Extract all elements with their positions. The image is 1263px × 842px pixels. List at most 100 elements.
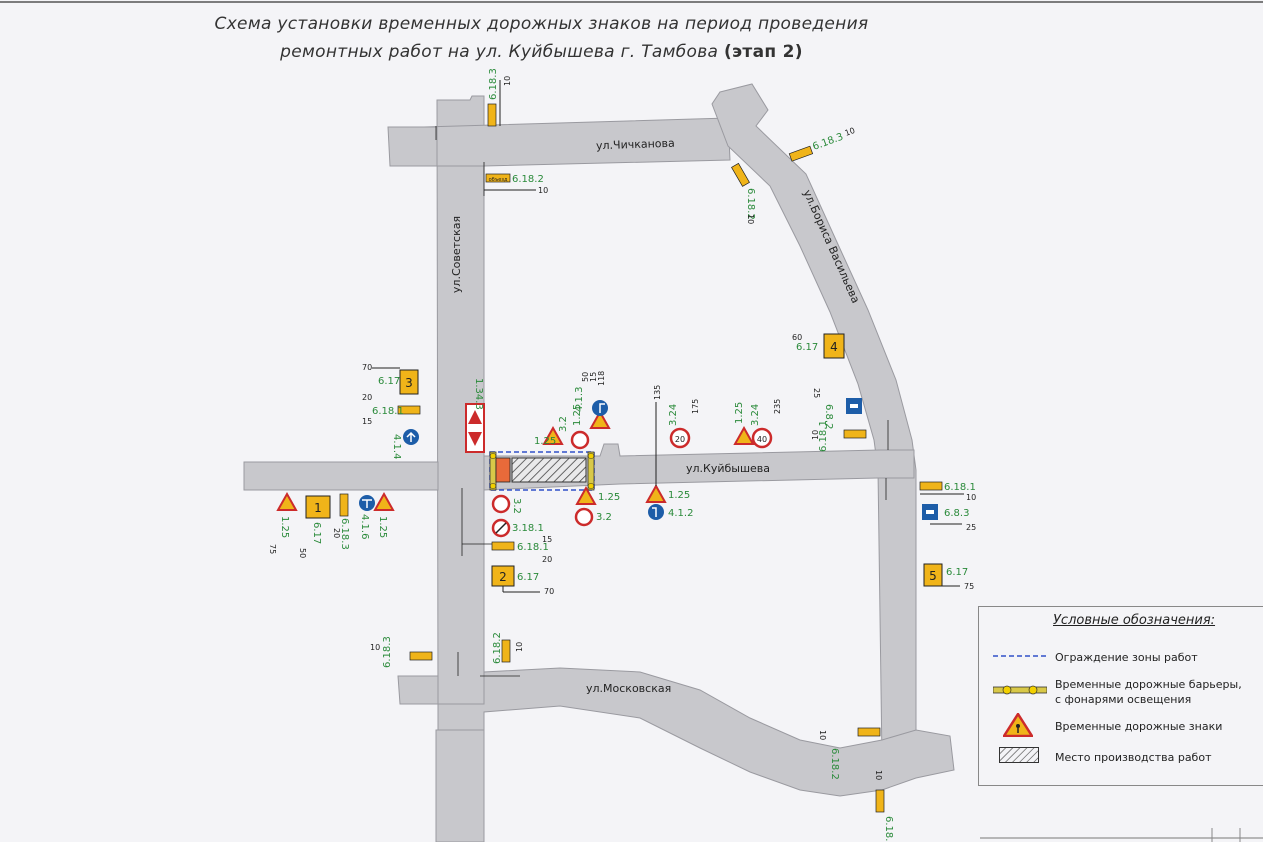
dim-label: 20: [542, 555, 552, 564]
sign-code-label: 6.18.3: [339, 518, 350, 550]
map-title-text: ремонтных работ на ул. Куйбышева г. Тамб…: [280, 42, 719, 62]
legend-sign-symbol: [1003, 713, 1033, 737]
work-site-hatched: [511, 457, 587, 483]
sign-code-label: 6.17: [946, 567, 968, 578]
barrier-sign-1-34-3: [495, 457, 511, 483]
barrier-lamp: [587, 482, 595, 490]
dim-label: 70: [362, 363, 372, 372]
map-title-stage: (этап 2): [723, 42, 803, 62]
detour-arrow-6-18-3-west: 6.18.3 20: [332, 493, 350, 550]
sign-code-label: 6.18.2: [745, 188, 756, 220]
dim-label: 235: [773, 399, 782, 414]
warning-1-25-west2: 1.25: [373, 491, 395, 538]
detour-number: 3: [405, 376, 413, 390]
detour-arrow-word: объезд: [489, 177, 508, 183]
legend-fence-label: Ограждение зоны работ: [1055, 651, 1198, 664]
road-kuybysheva-west: [243, 461, 439, 491]
speed-limit-40: 40 3.24 235: [750, 399, 782, 449]
warning-1-25-south: 1.25: [575, 485, 620, 505]
sign-code-label: 1.25: [377, 516, 388, 538]
speed-value: 20: [675, 435, 685, 444]
warning-1-25-far-east: 1.25: [733, 402, 755, 445]
sign-code-label: 1.25: [279, 516, 290, 538]
sign-code-label: 6.18.1: [944, 482, 976, 493]
detour-board-2: 2 6.17 70: [491, 565, 554, 596]
legend-fence-symbol: [993, 655, 1047, 657]
sign-1-34-3-chevron: 1.34.3: [465, 378, 485, 453]
street-label-moskovskaya: ул.Московская: [586, 682, 672, 695]
dim-label: 70: [544, 587, 554, 596]
detour-arrow-6-18-3-moskovskaya: 6.18.3 10: [370, 636, 433, 668]
detour-board-1: 1 6.17: [305, 495, 331, 544]
detour-arrow-6-18-1-kuyb: 6.18.1 10: [811, 420, 867, 452]
detour-number: 4: [830, 340, 838, 354]
sign-code-label: 4.1.6: [359, 514, 370, 539]
legend-worksite-label: Место производства работ: [1055, 751, 1212, 764]
dim-label: 15: [589, 372, 598, 382]
dim-label: 10: [370, 643, 380, 652]
street-label-chichkanova: ул.Чичканова: [595, 136, 675, 153]
detour-arrow-6-18-3-ne: 6.18.3 10: [788, 126, 856, 162]
direction-4-1-3: 4.1.3 50 15 118: [574, 371, 608, 416]
detour-board-3: 3 6.17 70: [362, 363, 419, 395]
sign-code-label: 6.18.3: [883, 816, 894, 842]
sign-code-label: 3.2: [596, 512, 612, 523]
warning-1-25-east: 1.25: [645, 483, 690, 503]
sign-code-label: 6.18.1: [517, 542, 549, 553]
sign-code-label: 6.18.3: [811, 132, 845, 153]
road-chichkanova-west-end: [387, 126, 438, 167]
legend-worksite-symbol: [999, 747, 1039, 763]
detour-arrow-6-18-2-se: 6.18.2 10: [818, 727, 881, 780]
dim-label: 25: [812, 388, 821, 398]
detour-arrow-6-18-1-south: 6.18.1 15 20: [491, 535, 552, 564]
dim-label: 50: [298, 548, 307, 558]
dimension-ticks: [435, 126, 889, 677]
sign-code-label: 6.17: [517, 572, 539, 583]
sign-code-label: 6.18.2: [512, 174, 544, 185]
legend: Условные обозначения: Ограждение зоны ра…: [978, 606, 1263, 786]
sign-code-label: 3.2: [558, 416, 569, 432]
street-label-sovetskaya: ул.Советская: [450, 215, 464, 294]
dim-label: 10: [818, 730, 827, 740]
dim-label: 60: [792, 333, 802, 342]
dim-label: 10: [515, 642, 524, 652]
detour-board-5: 5 6.17 75: [923, 563, 974, 591]
sign-code-label: 3.18.1: [512, 523, 544, 534]
sign-code-label: 1.25: [598, 492, 620, 503]
sign-code-label: 1.34.3: [473, 378, 484, 410]
direction-4-1-4: 4.1.4: [391, 429, 419, 459]
prohibit-3-2-west: 3.2: [491, 494, 522, 514]
barrier-lamp: [587, 452, 595, 460]
sign-code-label: 1.25: [668, 490, 690, 501]
sign-code-label: 1.25: [734, 402, 745, 424]
road-moskovskaya: [397, 667, 955, 797]
speed-value: 40: [757, 435, 767, 444]
sign-code-label: 6.18.2: [492, 632, 503, 664]
roads: [243, 83, 955, 842]
road-sovetskaya-south: [435, 729, 485, 842]
dim-label: 10: [874, 770, 883, 780]
detour-arrow-6-18-2-north: объезд 6.18.2 10: [484, 173, 548, 195]
sign-code-label: 6.17: [378, 376, 400, 387]
dim-label: 25: [966, 523, 976, 532]
direction-4-1-2: 4.1.2 135: [648, 385, 693, 520]
warning-1-25-west: 1.25 75 50: [268, 491, 307, 558]
dim-label: 50: [581, 372, 590, 382]
street-label-kuybysheva: ул.Куйбышева: [686, 462, 771, 475]
detour-arrow-6-18-3-bottom: 6.18.3 10: [874, 770, 894, 842]
legend-barrier-symbol: [993, 685, 1047, 695]
work-zone: [489, 451, 595, 491]
sign-code-label: 6.17: [796, 342, 818, 353]
legend-barrier-label: Временные дорожные барьеры, с фонарями о…: [1055, 678, 1242, 706]
prohibit-3-2-south: 3.2: [574, 507, 612, 527]
legend-sign-label: Временные дорожные знаки: [1055, 720, 1223, 733]
barrier-lamp: [489, 452, 497, 460]
dim-label: 10: [503, 76, 512, 86]
sign-code-label: 6.8.3: [944, 508, 969, 519]
dim-label: 15: [362, 417, 372, 426]
sign-code-label: 3.24: [750, 404, 761, 426]
dim-label: 135: [653, 385, 662, 400]
sign-code-label: 6.18.1: [818, 420, 829, 452]
dim-label: 175: [691, 399, 700, 414]
